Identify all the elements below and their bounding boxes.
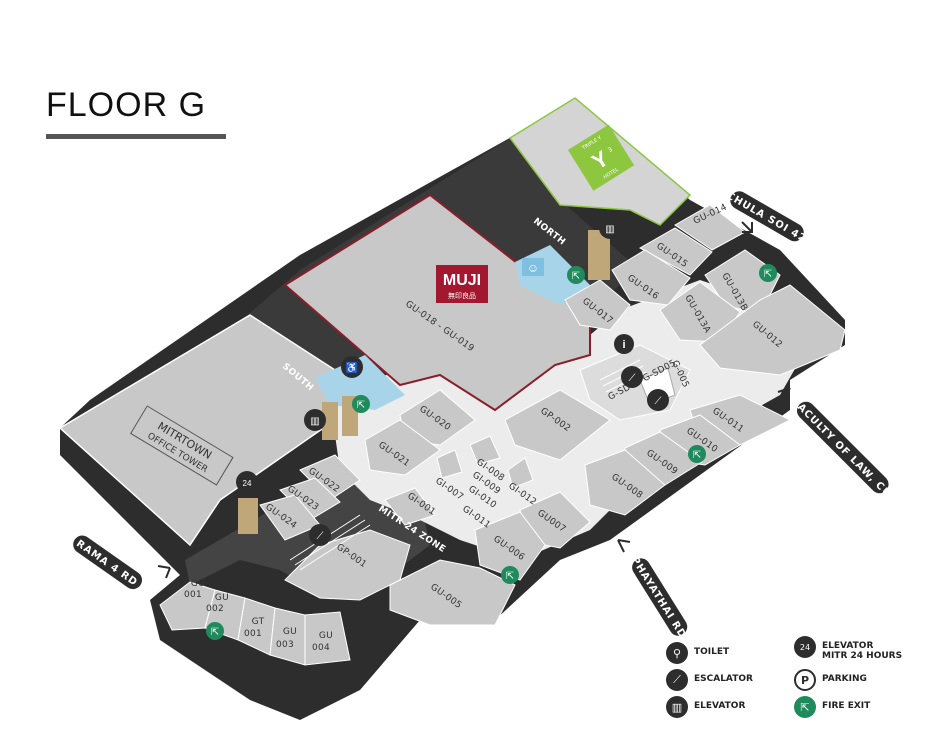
svg-text:002: 002 [206, 604, 224, 614]
legend-escalator: ⟋ ESCALATOR [666, 669, 753, 691]
map-legend: ⚲ TOILET ⟋ ESCALATOR ▥ ELEVATOR 24 ELEVA… [666, 636, 936, 746]
svg-text:⇱: ⇱ [572, 271, 580, 282]
unit-gu-021 [364, 419, 441, 476]
fire-exit-icon: ⇱ [567, 266, 585, 284]
unit-gp-001 [284, 529, 411, 601]
svg-text:⟋: ⟋ [317, 531, 324, 542]
info-icon: i [614, 334, 634, 354]
arrow-phayathai [617, 539, 631, 553]
unit-gi-001 [384, 487, 436, 526]
unit-gu-008 [584, 449, 666, 516]
muji-logo-sub: 無印良品 [448, 291, 476, 300]
elevator-24-icon: 24 [236, 471, 258, 493]
svg-text:001: 001 [244, 629, 262, 639]
svg-text:⇱: ⇱ [693, 450, 701, 461]
svg-text:▥: ▥ [310, 416, 319, 427]
svg-text:⇱: ⇱ [357, 400, 365, 411]
unit-gu-012 [699, 284, 846, 376]
toilet-icon: ⚲ [666, 642, 688, 664]
svg-text:GU: GU [319, 631, 333, 641]
svg-text:GU: GU [283, 627, 297, 637]
arrow-rama4 [157, 565, 171, 579]
svg-text:001: 001 [184, 590, 202, 600]
road-rama4: RAMA 4 RD [73, 535, 142, 590]
elevator-north [588, 230, 610, 280]
svg-text:3: 3 [607, 146, 614, 154]
muji-logo [436, 265, 488, 303]
muji-logo-text: MUJI [443, 272, 481, 289]
fire-exit-icon: ⇱ [759, 264, 777, 282]
entrance-arrows [157, 221, 791, 579]
svg-text:PHAYATHAI RD: PHAYATHAI RD [629, 555, 688, 640]
svg-text:⇱: ⇱ [764, 269, 772, 280]
title-underline [46, 134, 226, 139]
label-gu-002: GU 002 [206, 593, 229, 614]
svg-text:☺: ☺ [527, 261, 539, 275]
road-faculty: FACULTY OF LAW, CU [790, 397, 893, 500]
unit-gu-004 [304, 611, 351, 666]
legend-elevator-24: 24 ELEVATOR MITR 24 HOURS [794, 636, 902, 661]
svg-text:24: 24 [243, 479, 252, 488]
svg-text:⇱: ⇱ [211, 627, 219, 638]
floor-title: FLOOR G [46, 86, 207, 124]
svg-text:GU: GU [215, 593, 229, 603]
fire-exit-icon: ⇱ [206, 622, 224, 640]
arrow-faculty [777, 387, 791, 399]
label-gt-001: GT 001 [244, 617, 265, 639]
unit-gp-002 [504, 389, 611, 461]
label-gu-001: GU 001 [184, 579, 205, 600]
legend-fire-exit: ⇱ FIRE EXIT [794, 696, 870, 718]
svg-text:⟋: ⟋ [655, 396, 662, 407]
svg-text:⇱: ⇱ [506, 571, 514, 582]
unit-gu-005 [389, 559, 516, 626]
unit-gi-012 [507, 457, 534, 489]
svg-text:004: 004 [312, 643, 330, 653]
label-gu-004: GU 004 [312, 631, 333, 653]
svg-text:GU: GU [191, 579, 205, 589]
svg-text:RAMA 4 RD: RAMA 4 RD [74, 538, 139, 588]
svg-text:FACULTY OF LAW, CU: FACULTY OF LAW, CU [790, 397, 893, 500]
escalator-icon: ⟋ [621, 366, 643, 388]
unit-gu-017 [564, 279, 631, 331]
arrow-chula [741, 221, 753, 233]
elevator-south-1 [322, 402, 338, 440]
legend-toilet: ⚲ TOILET [666, 642, 729, 664]
elevator-24-icon: 24 [794, 636, 816, 658]
escalator-icon: ⟋ [309, 524, 331, 546]
svg-text:GT: GT [252, 617, 265, 627]
legend-elevator: ▥ ELEVATOR [666, 696, 745, 718]
unit-gi-008 [469, 435, 501, 465]
road-phayathai: PHAYATHAI RD [629, 555, 688, 640]
svg-text:▥: ▥ [605, 224, 614, 235]
unit-gu-015 [638, 227, 713, 276]
fire-exit-icon: ⇱ [501, 566, 519, 584]
unit-gu-016 [611, 249, 691, 306]
fire-exit-icon: ⇱ [688, 445, 706, 463]
escalator-icon: ⟋ [666, 669, 688, 691]
toilet-icon: ♿ [341, 356, 363, 378]
svg-text:003: 003 [276, 640, 294, 650]
legend-parking: P PARKING [794, 669, 867, 691]
escalator-icon: ⟋ [647, 389, 669, 411]
svg-text:i: i [622, 339, 625, 351]
elevator-icon: ▥ [599, 217, 621, 239]
elevator-icon: ▥ [304, 409, 326, 431]
unit-gu-006 [474, 511, 546, 581]
toilet-icon: ☺ [522, 258, 544, 276]
fire-exit-icon: ⇱ [794, 696, 816, 718]
svg-text:♿: ♿ [346, 361, 358, 374]
parking-icon: P [794, 669, 816, 691]
svg-text:⟋: ⟋ [629, 373, 636, 384]
south-restroom [315, 355, 405, 410]
unit-gi-007 [436, 449, 463, 479]
fire-exit-icon: ⇱ [352, 395, 370, 413]
elevator-icon: ▥ [666, 696, 688, 718]
label-gu-003: GU 003 [276, 627, 297, 650]
elevator-mitr24 [238, 498, 258, 534]
